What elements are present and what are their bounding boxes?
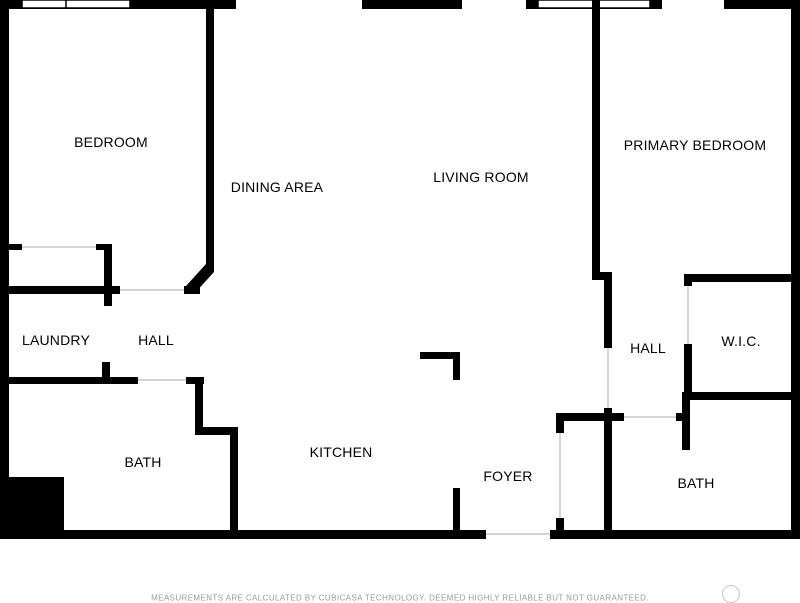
wall-hall-right-side	[604, 272, 612, 348]
wall-wic-bottom	[684, 392, 800, 400]
logo-icon	[722, 585, 740, 603]
wall-closet-side	[104, 244, 112, 306]
room-label-hall-right: HALL	[630, 340, 666, 356]
wall-right	[791, 0, 800, 539]
door-openings	[22, 246, 689, 535]
exterior-walls	[0, 0, 800, 539]
wall-foyer-closet-side	[556, 413, 564, 433]
wall-bottom-right	[550, 530, 800, 539]
wall-top-2	[362, 0, 462, 9]
wall-foyer-closet-top	[556, 413, 612, 421]
wall-laundry-side	[102, 362, 110, 382]
wall-bath-left-c	[230, 427, 238, 537]
wall-top-4	[724, 0, 800, 9]
wall-living-primary	[592, 0, 600, 280]
wall-bottom-left	[0, 530, 486, 539]
wall-laundry-bottom	[0, 377, 138, 384]
wall-bedroom-bottom-b	[184, 286, 200, 294]
duct-block	[9, 477, 64, 530]
room-label-bedroom: BEDROOM	[74, 134, 148, 150]
disclaimer-text: MEASUREMENTS ARE CALCULATED BY CUBICASA …	[151, 593, 649, 603]
windows	[21, 0, 651, 9]
wall-bedroom-bottom-a	[0, 286, 120, 294]
room-label-hall-left: HALL	[138, 332, 174, 348]
interior-walls	[0, 0, 800, 538]
wall-foyer-divider	[453, 488, 460, 538]
wall-primary-jog	[592, 272, 612, 280]
room-label-kitchen: KITCHEN	[309, 444, 373, 460]
room-label-foyer: FOYER	[483, 468, 533, 484]
wall-wic-left-b	[684, 344, 692, 396]
wall-bath-left-a	[195, 377, 203, 433]
wall-bath-right-top	[604, 413, 624, 421]
wall-bath-left-b	[195, 427, 237, 435]
wall-wic-left	[684, 274, 692, 286]
room-label-dining-area: DINING AREA	[230, 179, 324, 195]
wall-foyer-closet-side-b	[556, 518, 564, 538]
wall-hall-right-side-b	[604, 408, 612, 538]
window-top-left	[21, 0, 131, 9]
room-label-bath-right: BATH	[677, 475, 715, 491]
room-label-primary-bedroom: PRIMARY BEDROOM	[623, 137, 767, 153]
wall-kitchen-marker-v	[453, 352, 460, 380]
room-label-wic: W.I.C.	[721, 333, 761, 349]
wall-left	[0, 0, 9, 539]
wall-bedroom-dining	[206, 0, 214, 272]
room-label-living-room: LIVING ROOM	[433, 169, 529, 185]
wall-wic-top	[684, 274, 800, 282]
room-label-bath-left: BATH	[124, 454, 162, 470]
wall-bath-right-top-b	[676, 413, 690, 421]
room-label-laundry: LAUNDRY	[21, 332, 91, 348]
wall-closet-top	[0, 244, 22, 250]
wall-kitchen-marker-h	[420, 352, 460, 359]
